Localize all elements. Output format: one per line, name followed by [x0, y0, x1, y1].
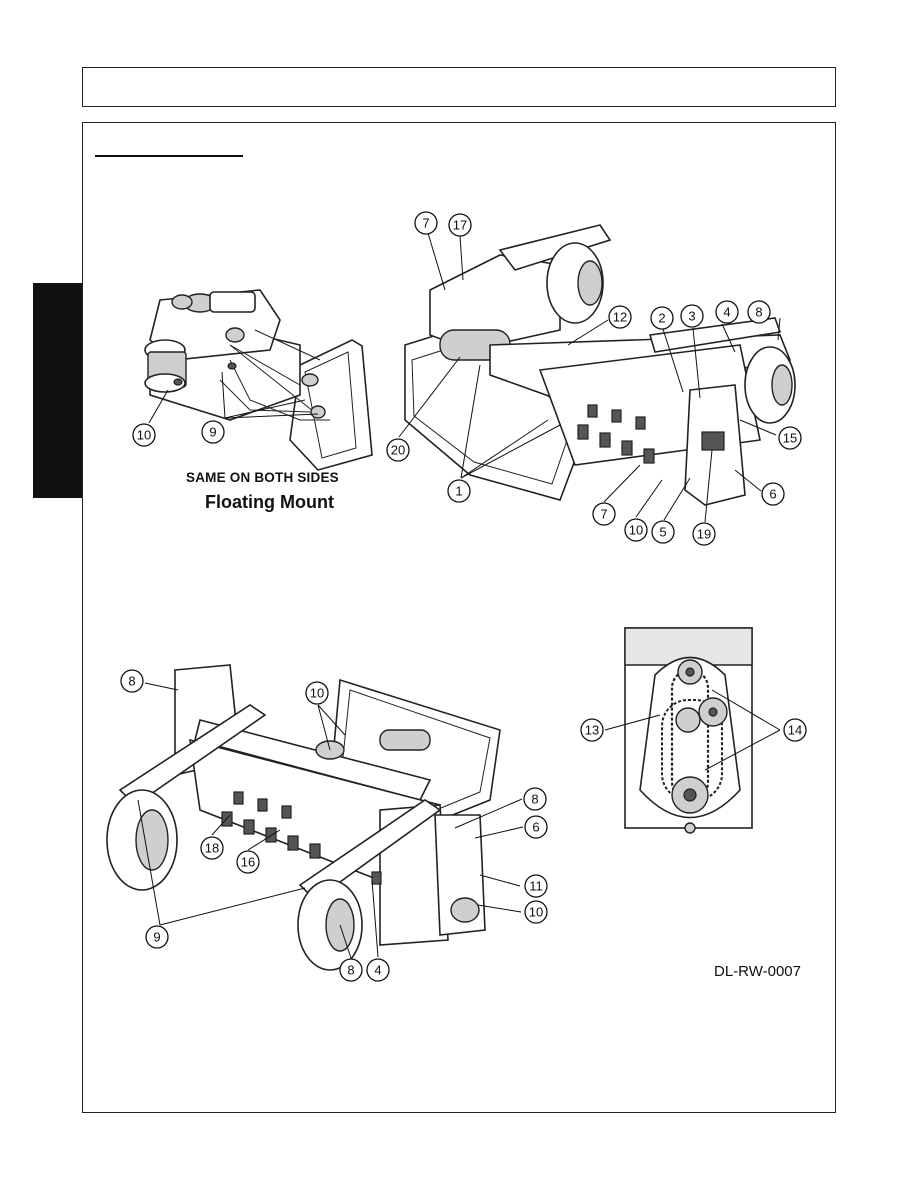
svg-text:8: 8: [347, 963, 354, 978]
callout-13: 13: [580, 718, 604, 742]
callout-5: 5: [651, 520, 675, 544]
svg-text:8: 8: [755, 305, 762, 320]
leader-lines: [137, 232, 781, 959]
callout-10: 10: [305, 681, 329, 705]
svg-text:10: 10: [629, 523, 643, 538]
svg-text:18: 18: [205, 841, 219, 856]
callout-19: 19: [692, 522, 716, 546]
svg-text:11: 11: [529, 879, 543, 894]
callout-4: 4: [715, 300, 739, 324]
content-frame: [82, 122, 836, 1113]
svg-text:4: 4: [723, 305, 730, 320]
svg-text:14: 14: [788, 723, 802, 738]
floating-mount-caption: Floating Mount: [205, 492, 334, 512]
callout-1: 1: [447, 479, 471, 503]
machine-front-view-drawing: [106, 664, 501, 971]
callout-18: 18: [200, 836, 224, 860]
callout-17: 17: [448, 213, 472, 237]
svg-text:9: 9: [153, 930, 160, 945]
callout-15: 15: [778, 426, 802, 450]
svg-text:3: 3: [688, 309, 695, 324]
floating-mount-drawing: [144, 289, 373, 471]
callout-8: 8: [523, 787, 547, 811]
svg-text:12: 12: [613, 310, 627, 325]
callout-7: 7: [592, 502, 616, 526]
callout-8: 8: [747, 300, 771, 324]
callout-12: 12: [608, 305, 632, 329]
drawing-reference-code: DL-RW-0007: [714, 963, 801, 980]
svg-text:17: 17: [453, 218, 467, 233]
callout-4: 4: [366, 958, 390, 982]
callout-16: 16: [236, 850, 260, 874]
svg-text:16: 16: [241, 855, 255, 870]
svg-text:4: 4: [374, 963, 381, 978]
callout-10: 10: [524, 900, 548, 924]
callout-6: 6: [761, 482, 785, 506]
svg-text:2: 2: [658, 311, 665, 326]
svg-text:10: 10: [137, 428, 151, 443]
svg-text:1: 1: [455, 484, 462, 499]
callout-9: 9: [145, 925, 169, 949]
callout-11: 11: [524, 874, 548, 898]
callout-14: 14: [783, 718, 807, 742]
svg-text:8: 8: [128, 674, 135, 689]
page-header-box: [82, 67, 836, 107]
callout-2: 2: [650, 306, 674, 330]
callout-6: 6: [524, 815, 548, 839]
callout-7: 7: [414, 211, 438, 235]
callout-3: 3: [680, 304, 704, 328]
callout-8: 8: [339, 958, 363, 982]
callout-10: 10: [132, 423, 156, 447]
callout-10: 10: [624, 518, 648, 542]
svg-text:20: 20: [391, 443, 405, 458]
svg-text:15: 15: [783, 431, 797, 446]
section-title-underline: [95, 155, 243, 157]
svg-text:8: 8: [531, 792, 538, 807]
svg-text:9: 9: [209, 425, 216, 440]
svg-text:7: 7: [600, 507, 607, 522]
chain-drive-detail-drawing: [624, 627, 753, 834]
svg-text:10: 10: [310, 686, 324, 701]
tiller-tines-front: [221, 791, 382, 885]
svg-text:19: 19: [697, 527, 711, 542]
floating-mount-note: SAME ON BOTH SIDES: [186, 470, 339, 485]
callout-8: 8: [120, 669, 144, 693]
machine-rear-view-drawing: [404, 224, 796, 506]
tiller-tines-rear: [577, 404, 655, 464]
svg-text:10: 10: [529, 905, 543, 920]
svg-text:6: 6: [769, 487, 776, 502]
svg-text:7: 7: [422, 216, 429, 231]
svg-text:13: 13: [585, 723, 599, 738]
svg-text:6: 6: [532, 820, 539, 835]
callout-9: 9: [201, 420, 225, 444]
section-side-tab: [33, 283, 82, 498]
svg-text:5: 5: [659, 525, 666, 540]
callout-20: 20: [386, 438, 410, 462]
